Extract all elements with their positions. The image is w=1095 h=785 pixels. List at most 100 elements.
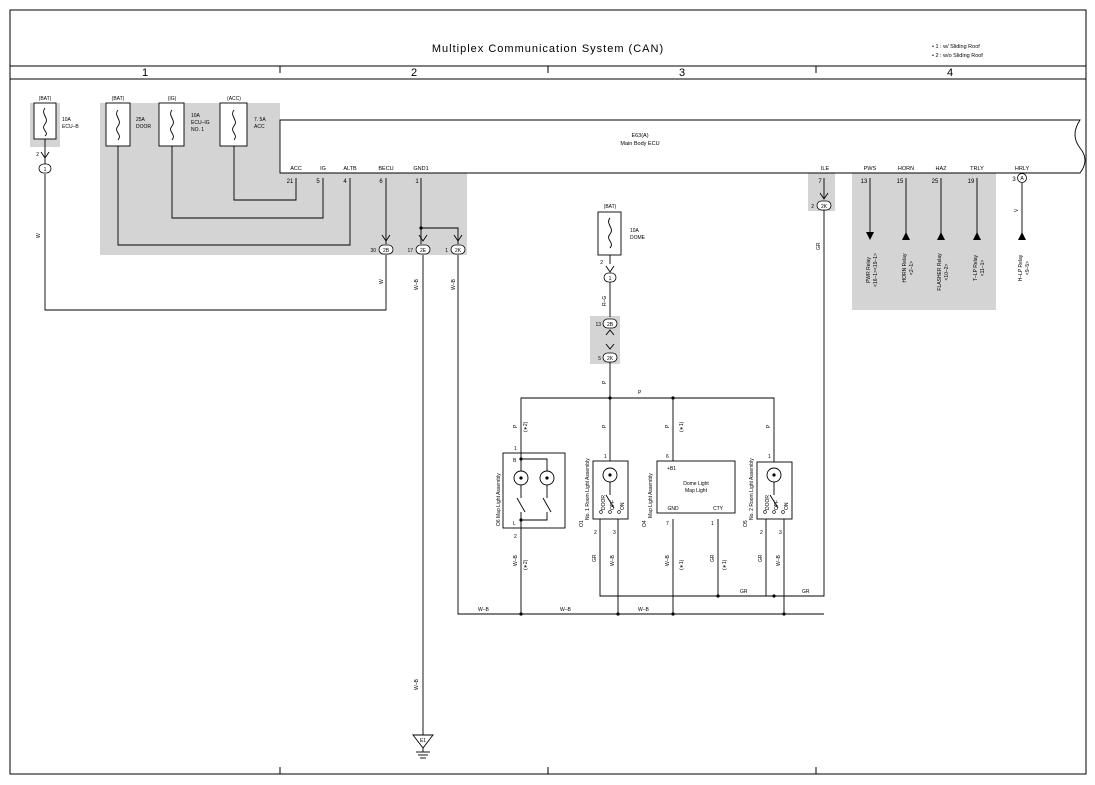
svg-text:(∗2): (∗2) — [523, 421, 529, 432]
assembly-o6-map-light: B L 1 2 O6 Map Light Assembly — [496, 446, 566, 540]
svg-text:ACC: ACC — [290, 166, 302, 172]
svg-text:HAZ: HAZ — [936, 166, 948, 172]
svg-text:OFF: OFF — [774, 500, 780, 510]
svg-text:ALTB: ALTB — [343, 166, 357, 172]
svg-text:(IG): (IG) — [168, 96, 177, 102]
svg-text:HRLY: HRLY — [1015, 166, 1030, 172]
svg-text:2K: 2K — [821, 204, 828, 210]
svg-text:19: 19 — [968, 179, 975, 185]
svg-text:Map Light: Map Light — [685, 488, 708, 494]
svg-text:B: B — [513, 458, 517, 464]
ecu-code: E63(A) — [631, 133, 648, 139]
svg-text:W: W — [36, 233, 42, 238]
option-marks: (∗2) (∗1) (∗2) (∗1) (∗1) — [523, 421, 728, 570]
svg-text:P: P — [665, 424, 671, 428]
relay-h-lp: H–LP Relay <9–5> — [1018, 254, 1031, 281]
svg-text:10A: 10A — [62, 117, 72, 123]
svg-text:2: 2 — [760, 530, 763, 536]
svg-text:ACC: ACC — [254, 124, 265, 130]
svg-text:(∗1): (∗1) — [722, 559, 728, 570]
svg-text:2: 2 — [594, 530, 597, 536]
svg-text:13: 13 — [861, 179, 868, 185]
svg-text:2B: 2B — [383, 248, 390, 254]
svg-text:T–LP Relay: T–LP Relay — [973, 254, 979, 281]
svg-text:P: P — [638, 390, 642, 396]
svg-text:W–B: W–B — [451, 279, 457, 291]
svg-text:W–B: W–B — [478, 607, 490, 613]
svg-text:<2–1>: <2–1> — [909, 261, 915, 275]
connector-2b-13: 13 2B — [595, 318, 618, 350]
svg-text:(∗2): (∗2) — [523, 559, 529, 570]
assembly-o1-room-light: DOOR OFF ON 1 2 3 O1 No. 1 Room Light As… — [579, 454, 629, 536]
svg-text:NO. 1: NO. 1 — [191, 127, 204, 133]
svg-text:H–LP Relay: H–LP Relay — [1018, 254, 1024, 281]
svg-text:GR: GR — [592, 554, 598, 562]
svg-text:1: 1 — [604, 454, 607, 460]
svg-text:GR: GR — [758, 554, 764, 562]
svg-text:5: 5 — [316, 179, 320, 185]
svg-text:2: 2 — [514, 534, 517, 540]
svg-text:10A: 10A — [630, 228, 640, 234]
svg-text:(∗1): (∗1) — [679, 421, 685, 432]
svg-text:+B1: +B1 — [667, 466, 676, 472]
svg-text:TRLY: TRLY — [970, 166, 984, 172]
svg-text:DOOR: DOOR — [601, 495, 607, 510]
svg-text:W–B: W–B — [414, 679, 420, 691]
fuse-door: (BAT) 25A DOOR — [105, 96, 151, 147]
relay-pwr: PWR Relay <16–1><19–1> — [866, 253, 879, 287]
zone-markers — [279, 66, 817, 774]
svg-text:2K: 2K — [607, 356, 614, 362]
svg-text:7: 7 — [818, 179, 822, 185]
svg-text:ON: ON — [620, 502, 626, 510]
svg-text:W–B: W–B — [414, 279, 420, 291]
svg-text:W–B: W–B — [610, 555, 616, 567]
svg-text:DOOR: DOOR — [765, 495, 771, 510]
svg-text:W: W — [379, 279, 385, 284]
svg-text:<16–1><19–1>: <16–1><19–1> — [873, 253, 879, 287]
connector-hrly-a: A — [1017, 173, 1027, 183]
svg-text:(BAT): (BAT) — [39, 96, 52, 102]
svg-text:6: 6 — [379, 179, 383, 185]
svg-text:15: 15 — [897, 179, 904, 185]
svg-text:13: 13 — [595, 322, 601, 328]
svg-text:21: 21 — [287, 179, 294, 185]
svg-text:(BAT): (BAT) — [112, 96, 125, 102]
svg-text:W–B: W–B — [638, 607, 650, 613]
relay-t-lp: T–LP Relay <11–1> — [973, 254, 986, 281]
svg-text:P: P — [602, 424, 608, 428]
svg-text:7. 5A: 7. 5A — [254, 117, 266, 123]
svg-text:1: 1 — [514, 446, 517, 452]
svg-text:P: P — [513, 424, 519, 428]
svg-text:ECU–IG: ECU–IG — [191, 120, 210, 126]
relay-wiring — [866, 178, 1026, 240]
ecu-pin-labels: ACC IG ALTB BECU GND1 ILE PWS HORN HAZ T… — [287, 166, 1030, 185]
svg-text:1: 1 — [445, 248, 448, 254]
svg-text:<11–1>: <11–1> — [980, 260, 986, 277]
svg-text:5: 5 — [598, 356, 601, 362]
svg-text:O1: O1 — [579, 520, 585, 527]
svg-text:A: A — [1020, 176, 1024, 182]
svg-text:Map Light Assembly: Map Light Assembly — [496, 473, 502, 518]
connector-2k-2-ile: 2 2K — [811, 192, 832, 211]
svg-text:Dome Light: Dome Light — [683, 481, 709, 487]
svg-text:HORN: HORN — [898, 166, 914, 172]
svg-text:GR: GR — [802, 589, 810, 595]
wiring-fuse-block — [44, 139, 824, 735]
svg-text:GND1: GND1 — [413, 166, 428, 172]
svg-text:GR: GR — [740, 589, 748, 595]
connector-2e-17: 17 2E — [407, 234, 431, 255]
svg-text:ON: ON — [784, 502, 790, 510]
svg-text:<10–2>: <10–2> — [944, 263, 950, 280]
svg-text:<9–5>: <9–5> — [1025, 261, 1031, 275]
svg-text:CTY: CTY — [713, 506, 724, 512]
svg-text:FLASHER Relay: FLASHER Relay — [937, 253, 943, 291]
svg-text:P: P — [766, 424, 772, 428]
svg-text:BECU: BECU — [378, 166, 393, 172]
connector-ecu-b: 2 1 — [36, 151, 52, 174]
svg-text:ECU–B: ECU–B — [62, 124, 79, 130]
fuse-acc: (ACC) 7. 5A ACC — [219, 96, 266, 147]
svg-text:GR: GR — [710, 554, 716, 562]
svg-text:Map Light Assembly: Map Light Assembly — [648, 473, 654, 518]
svg-text:W–B: W–B — [513, 555, 519, 567]
fuse-dome: (BAT) 10A DOME — [597, 204, 646, 256]
